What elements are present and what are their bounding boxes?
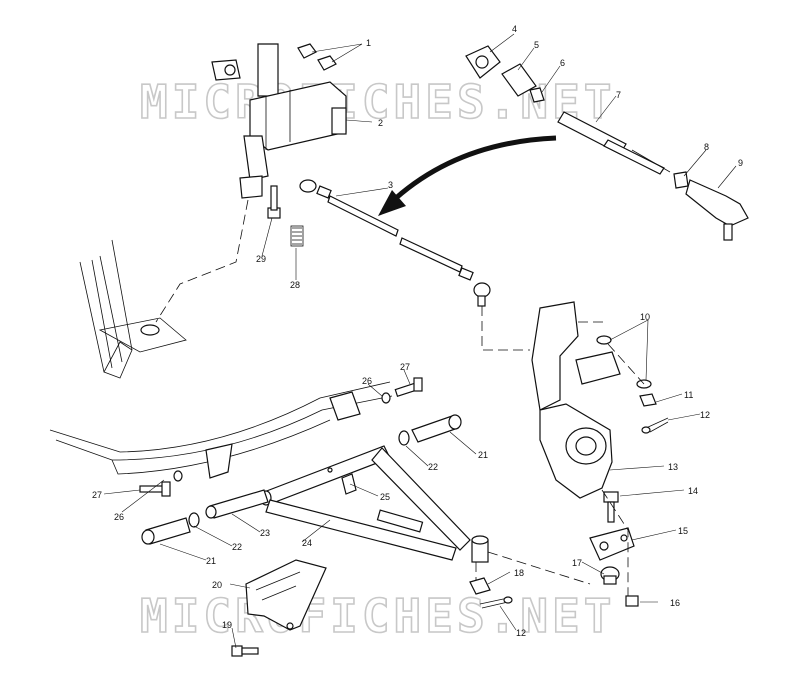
bolt-27-right — [381, 377, 423, 404]
callout-14: 14 — [688, 486, 698, 496]
callout-25: 25 — [380, 492, 390, 502]
bolt-19 — [231, 645, 259, 657]
spindle-knuckle-13 — [531, 301, 621, 499]
ball-joint-17 — [600, 566, 620, 585]
callout-6: 6 — [560, 58, 565, 68]
callout-21-left: 21 — [206, 556, 216, 566]
direction-arrow — [378, 135, 557, 216]
nut-18 — [469, 577, 491, 595]
callout-10: 10 — [640, 312, 650, 322]
callout-24: 24 — [302, 538, 312, 548]
callout-17: 17 — [572, 558, 582, 568]
callout-26-upper: 26 — [362, 376, 372, 386]
callout-12-lower: 12 — [516, 628, 526, 638]
callout-3: 3 — [388, 180, 393, 190]
bolt-29 — [267, 185, 281, 219]
callout-26-lower: 26 — [114, 512, 124, 522]
spring-28 — [290, 225, 304, 247]
callout-4: 4 — [512, 24, 517, 34]
plate-15 — [589, 527, 635, 561]
callout-12-upper: 12 — [700, 410, 710, 420]
callout-27-upper: 27 — [400, 362, 410, 372]
tie-rod-3 — [299, 179, 491, 307]
callout-11: 11 — [684, 390, 693, 400]
nut-11 — [639, 393, 657, 407]
callout-18: 18 — [514, 568, 524, 578]
assembly-lines — [155, 199, 645, 596]
washer-22-left — [188, 512, 200, 528]
watermark-bottom: MICROFICHES.NET — [140, 589, 615, 643]
bolt-16 — [625, 595, 639, 607]
frame-left — [79, 239, 187, 379]
callout-16: 16 — [670, 598, 680, 608]
frame-rails-lower — [49, 381, 393, 479]
callout-2: 2 — [378, 118, 383, 128]
a-arm-24 — [260, 445, 471, 561]
callout-9: 9 — [738, 158, 743, 168]
cotter-pin-12b — [479, 596, 513, 609]
callout-5: 5 — [534, 40, 539, 50]
ball-joint-end — [471, 535, 489, 563]
guard-20 — [245, 559, 327, 631]
callout-labels: 1 2 3 4 5 6 7 8 9 10 11 12 13 14 15 16 1… — [92, 24, 743, 638]
bushing-21-left — [141, 517, 191, 545]
callout-15: 15 — [678, 526, 688, 536]
washer-10 — [596, 335, 652, 389]
leader-lines — [103, 33, 737, 649]
bolt-14 — [603, 491, 619, 523]
nut-set-1 — [297, 43, 337, 71]
callout-7: 7 — [616, 90, 621, 100]
steering-post — [211, 43, 347, 199]
callout-27-lower: 27 — [92, 490, 102, 500]
bolt-27-left — [139, 470, 183, 497]
tie-rod-end-exploded — [465, 45, 749, 241]
callout-28: 28 — [290, 280, 300, 290]
washer-22-right — [398, 430, 410, 446]
sleeve-23 — [205, 489, 269, 519]
callout-20: 20 — [212, 580, 222, 590]
callout-13: 13 — [668, 462, 678, 472]
callout-22-left: 22 — [232, 542, 242, 552]
callout-8: 8 — [704, 142, 709, 152]
callout-21-right: 21 — [478, 450, 488, 460]
callout-1: 1 — [366, 38, 371, 48]
callout-19: 19 — [222, 620, 232, 630]
callout-22-right: 22 — [428, 462, 438, 472]
callout-23: 23 — [260, 528, 270, 538]
bushing-21-right — [411, 414, 462, 443]
cotter-pin-12a — [641, 417, 669, 434]
callout-29: 29 — [256, 254, 266, 264]
